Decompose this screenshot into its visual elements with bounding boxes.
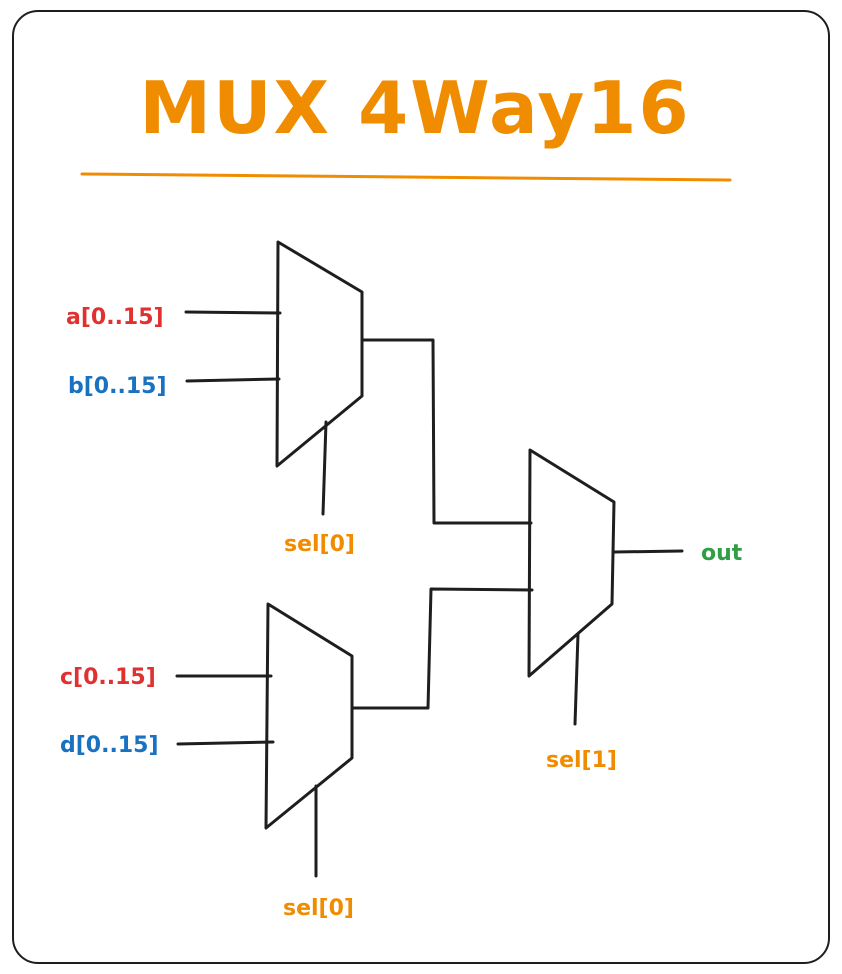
diagram-title: MUX 4Way16	[139, 66, 690, 150]
mux-bottom	[264, 602, 354, 830]
label-sel-bottom: sel[0]	[283, 896, 354, 921]
label-input-d: d[0..15]	[60, 733, 159, 758]
diagram-frame	[12, 10, 830, 964]
wire-top-to-final	[361, 338, 533, 525]
wire-d	[176, 740, 275, 746]
mux-final	[527, 448, 616, 678]
label-input-b: b[0..15]	[68, 374, 167, 399]
label-output: out	[701, 541, 743, 566]
label-sel-final: sel[1]	[546, 748, 617, 773]
wire-out	[613, 549, 684, 554]
label-input-c: c[0..15]	[60, 665, 156, 690]
label-input-a: a[0..15]	[66, 305, 164, 330]
wire-sel-final	[573, 632, 580, 726]
wire-b	[185, 377, 281, 383]
mux-top	[275, 240, 364, 468]
wire-sel-top	[321, 420, 328, 516]
label-sel-top: sel[0]	[284, 532, 355, 557]
wire-a	[184, 310, 282, 315]
title-underline	[80, 172, 732, 182]
wire-bottom-to-final	[351, 587, 534, 710]
